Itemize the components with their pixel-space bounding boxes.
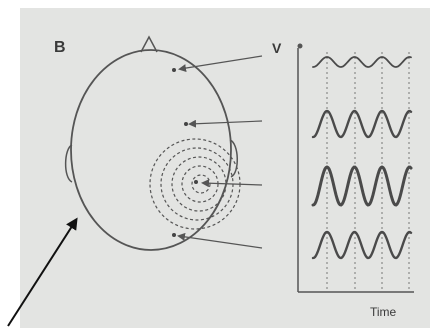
waveform-trace-4	[313, 232, 411, 258]
pointer-arrow	[8, 220, 76, 326]
waveform-traces	[313, 57, 411, 258]
panel-label: B	[54, 39, 66, 56]
head-ellipse	[71, 50, 231, 250]
electrode-1	[172, 68, 176, 72]
leader-line-2	[190, 121, 262, 124]
x-axis-label: Time	[370, 305, 397, 319]
electrode-2	[184, 122, 188, 126]
waveform-trace-3	[313, 167, 411, 205]
time-markers	[327, 52, 409, 290]
leader-line-1	[180, 56, 262, 69]
electrodes	[172, 68, 198, 237]
electrode-3	[194, 180, 198, 184]
y-axis-tip	[298, 44, 303, 49]
waveform-trace-2	[313, 111, 411, 137]
leader-line-4	[179, 236, 262, 248]
head-outline	[66, 37, 238, 250]
y-axis-label: V	[272, 40, 282, 56]
electrode-4	[172, 233, 176, 237]
waveform-trace-1	[313, 57, 411, 67]
